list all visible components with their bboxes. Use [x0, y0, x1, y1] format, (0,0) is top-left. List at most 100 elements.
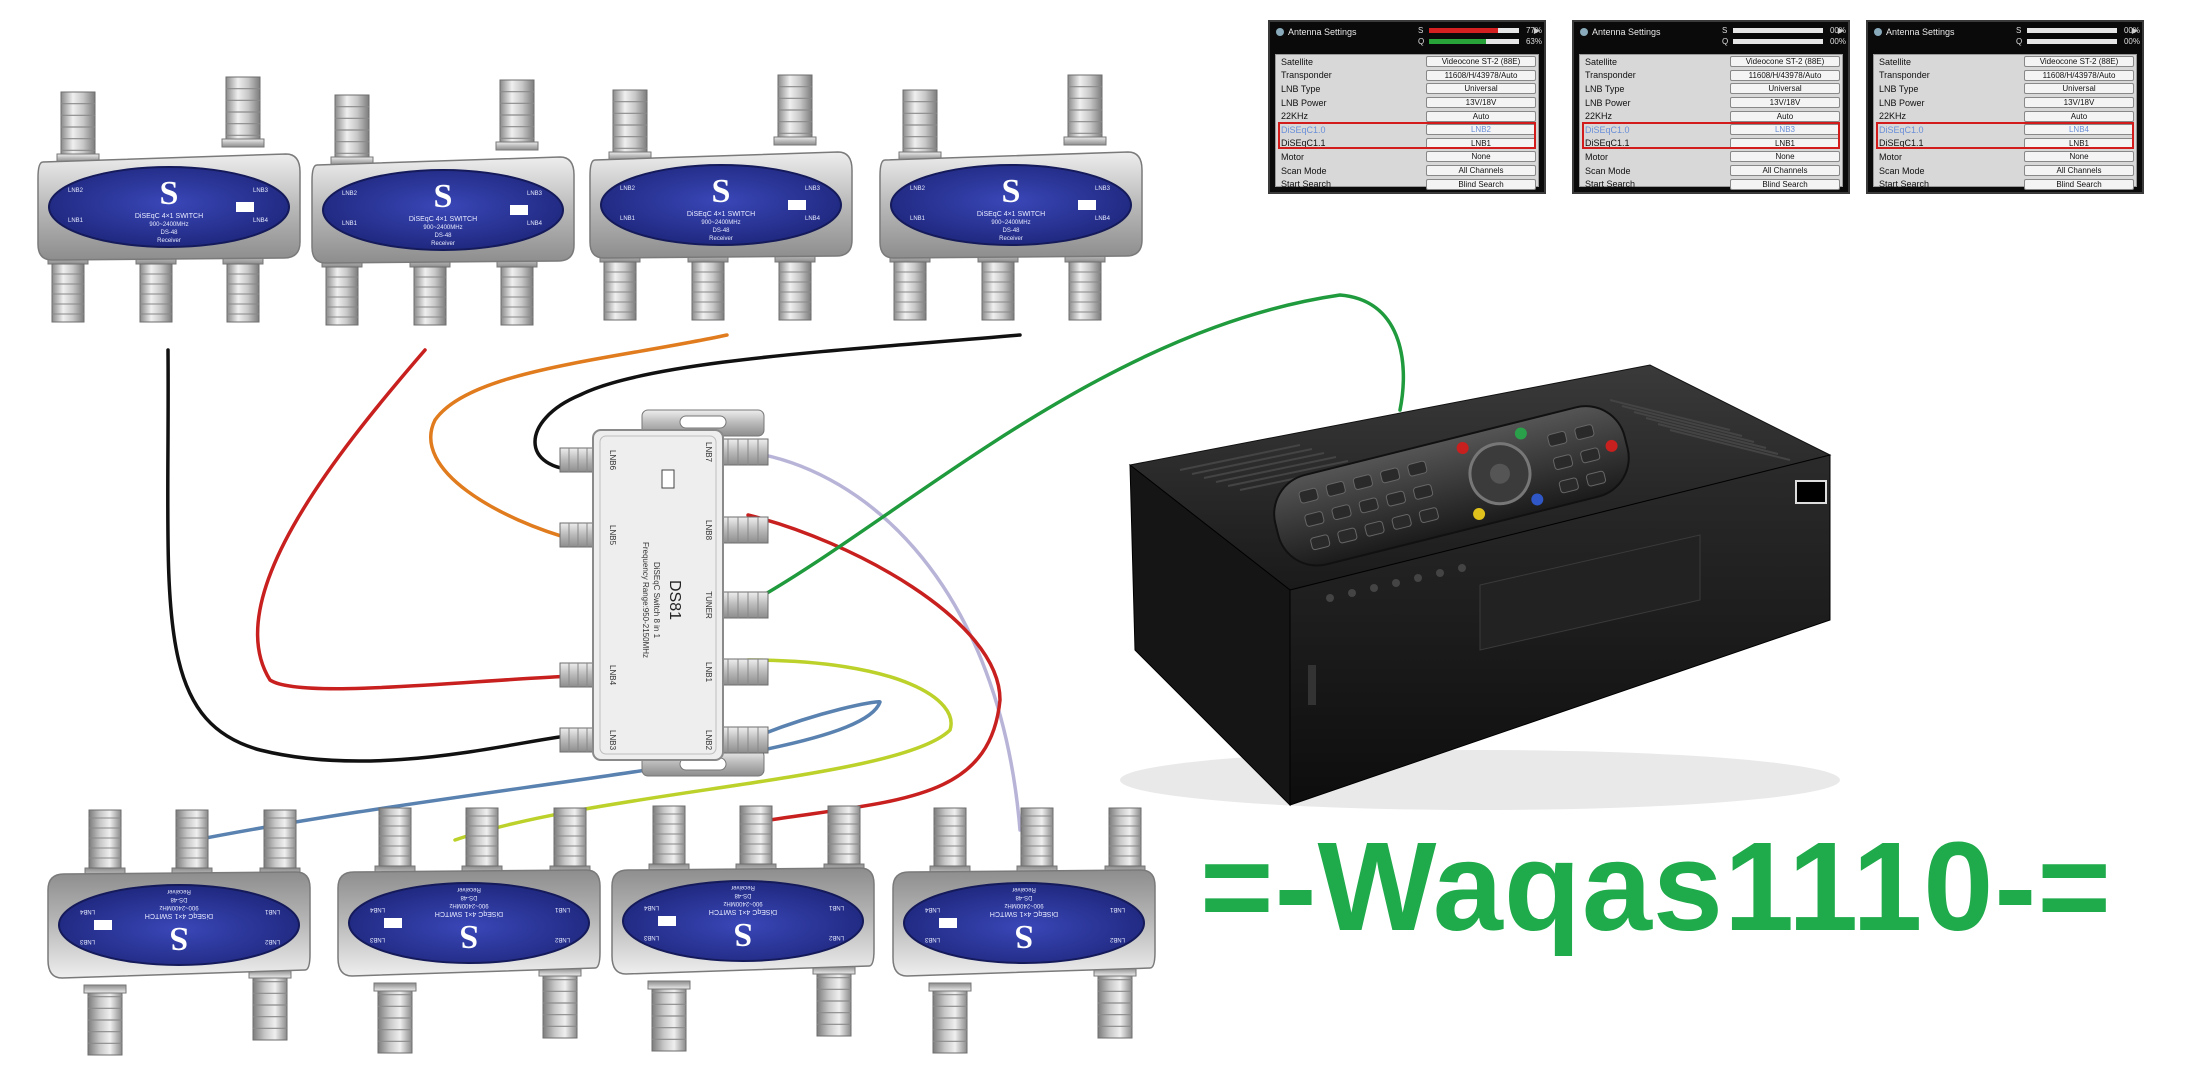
- setting-value[interactable]: Universal: [2024, 83, 2134, 95]
- setting-value[interactable]: All Channels: [1730, 165, 1840, 177]
- f-connector: [321, 254, 363, 326]
- port-label: LNB7: [704, 442, 713, 463]
- setting-value[interactable]: Auto: [1426, 110, 1536, 122]
- front-button-icon: [1392, 579, 1400, 587]
- f-connector: [977, 249, 1019, 321]
- setting-value[interactable]: Blind Search: [1426, 178, 1536, 190]
- setting-value[interactable]: 11608/H/43978/Auto: [2024, 69, 2134, 81]
- lavender-coax-cable: [746, 450, 1022, 832]
- switch-freq-line: 900~2400MHz: [701, 220, 740, 226]
- keypad-button-icon: [1364, 520, 1385, 537]
- f-connector: [496, 254, 538, 326]
- f-connector: [1093, 967, 1137, 1039]
- setting-value[interactable]: Auto: [1730, 110, 1840, 122]
- setting-value[interactable]: 13V/18V: [1730, 97, 1840, 109]
- label-oval: [48, 166, 290, 248]
- color-key-icon: [1473, 507, 1486, 520]
- keypad-button-icon: [1418, 507, 1439, 524]
- setting-value[interactable]: Blind Search: [2024, 178, 2134, 190]
- port-label: LNB1: [620, 216, 636, 222]
- satellite-icon: [1874, 28, 1882, 36]
- setting-value[interactable]: Videocone ST-2 (88E): [1730, 56, 1840, 68]
- settings-row[interactable]: 22KHz Auto: [1580, 109, 1842, 123]
- spec-line: Frequency Range:950-2150MHz: [641, 542, 650, 658]
- setting-value[interactable]: Videocone ST-2 (88E): [2024, 56, 2134, 68]
- switch-receiver-label: Receiver: [157, 238, 181, 244]
- keypad-button-icon: [1352, 474, 1373, 490]
- port-label: LNB4: [253, 218, 269, 224]
- signal-strength-value: 00%: [2123, 26, 2140, 35]
- switch-model-line: DiSEqC 4×1 SWITCH: [145, 912, 213, 919]
- switch-code-line: DS-48: [160, 230, 178, 236]
- setting-value[interactable]: Universal: [1426, 83, 1536, 95]
- setting-value[interactable]: All Channels: [1426, 165, 1536, 177]
- setting-value[interactable]: Videocone ST-2 (88E): [1426, 56, 1536, 68]
- setting-value[interactable]: None: [1426, 151, 1536, 163]
- port-label: LNB1: [1109, 906, 1125, 912]
- switch-code-line: DS-48: [1015, 894, 1033, 900]
- diseqc-highlight-box: [1278, 122, 1536, 149]
- setting-value[interactable]: Blind Search: [1730, 178, 1840, 190]
- remote-body: [1273, 405, 1630, 567]
- vent-slot: [1227, 460, 1349, 487]
- port-label: LNB4: [643, 904, 659, 910]
- spec-line: DiSEqC Switch 8 in 1: [652, 562, 661, 639]
- green-coax-cable: [746, 293, 1406, 606]
- setting-label: 22KHz: [1585, 111, 1613, 122]
- setting-label: LNB Type: [1879, 83, 1919, 94]
- setting-label: Motor: [1585, 151, 1609, 162]
- brand-logo: S: [1015, 918, 1034, 955]
- setting-value[interactable]: All Channels: [2024, 165, 2134, 177]
- setting-value[interactable]: 13V/18V: [1426, 97, 1536, 109]
- signal-quality-value: 63%: [1525, 37, 1542, 46]
- label-oval: [322, 169, 564, 251]
- diseqc-badge-icon: [236, 202, 254, 212]
- display-icon: [1795, 480, 1827, 504]
- switch-code-line: DS-48: [460, 894, 478, 900]
- play-icon: ▶: [1837, 26, 1844, 35]
- f-connector: [259, 809, 301, 881]
- setting-value[interactable]: 11608/H/43978/Auto: [1730, 69, 1840, 81]
- front-button-icon: [1436, 569, 1444, 577]
- keypad-button-icon: [1380, 467, 1401, 484]
- setting-value[interactable]: Universal: [1730, 83, 1840, 95]
- f-connector: [812, 965, 856, 1037]
- f-connector: [717, 658, 769, 686]
- setting-value[interactable]: None: [2024, 151, 2134, 163]
- f-connector: [373, 982, 417, 1054]
- settings-row[interactable]: LNB Type Universal: [1874, 82, 2136, 96]
- setting-value[interactable]: 11608/H/43978/Auto: [1426, 69, 1536, 81]
- setting-value[interactable]: None: [1730, 151, 1840, 163]
- f-connector: [717, 726, 769, 754]
- f-connector: [647, 980, 691, 1052]
- f-connector: [1064, 249, 1106, 321]
- setting-value[interactable]: Auto: [2024, 110, 2134, 122]
- port-label: LNB4: [924, 906, 940, 912]
- satellite-receiver: [1120, 364, 1840, 810]
- setting-value[interactable]: 13V/18V: [2024, 97, 2134, 109]
- settings-row[interactable]: Motor None: [1580, 150, 1842, 164]
- port-label: LNB4: [805, 216, 821, 222]
